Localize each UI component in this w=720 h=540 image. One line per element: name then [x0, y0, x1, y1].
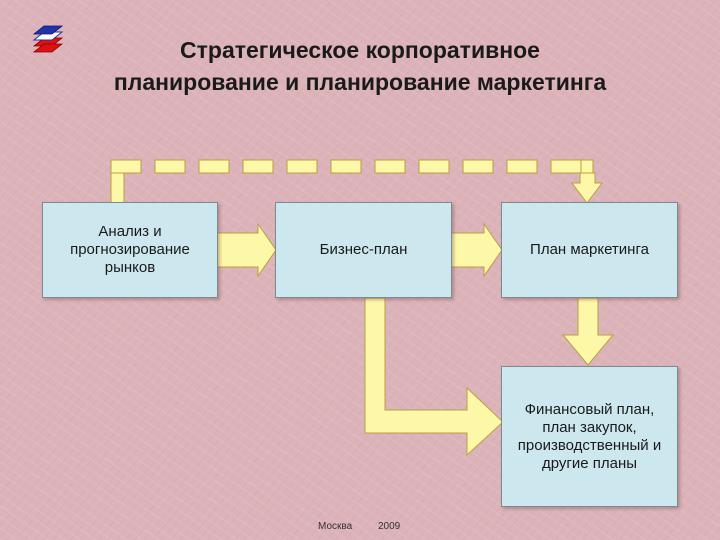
marketing-plan-label: План маркетинга — [530, 241, 649, 258]
dashed-feedback-connector — [110, 159, 603, 204]
financial-plan-box: Финансовый план, план закупок, производс… — [501, 366, 678, 507]
financial-plan-label: Финансовый план, план закупок, производс… — [517, 400, 662, 472]
business-plan-label: Бизнес-план — [319, 241, 408, 258]
arrow-analysis-to-business-plan — [216, 222, 277, 278]
marketing-plan-box: План маркетинга — [501, 202, 678, 298]
arrow-business-to-marketing-plan — [450, 222, 503, 278]
logo-icon — [32, 25, 64, 53]
footer-year: 2009 — [378, 521, 401, 532]
slide-title: Стратегическое корпоративное планировани… — [40, 34, 680, 98]
business-plan-box: Бизнес-план — [275, 202, 452, 298]
footer-city: Москва — [318, 521, 353, 532]
market-analysis-label: Анализ и прогнозирование рынков — [70, 223, 190, 276]
slide-title-line-1: Стратегическое корпоративное — [180, 37, 540, 63]
market-analysis-box: Анализ и прогнозирование рынков — [42, 202, 218, 298]
arrow-marketing-to-financial-plan — [561, 297, 615, 366]
slide-title-line-2: планирование и планирование маркетинга — [113, 69, 607, 95]
arrow-business-to-financial-plan — [364, 297, 504, 457]
